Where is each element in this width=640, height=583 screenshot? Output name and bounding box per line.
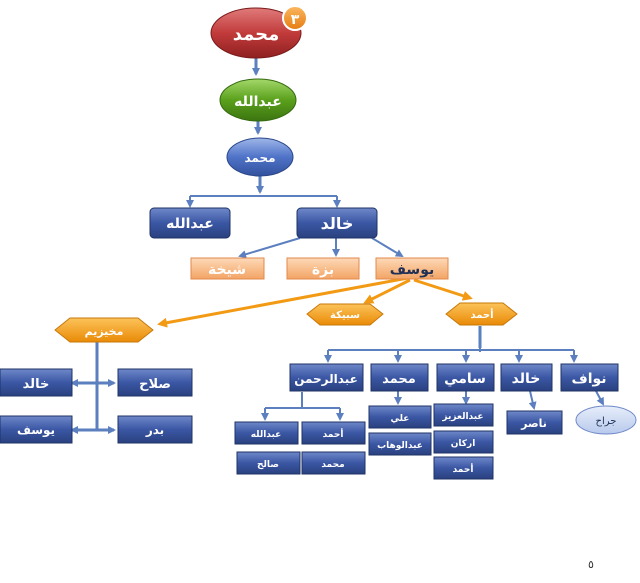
khalid3-label: خالد bbox=[512, 371, 541, 387]
gen2-label: عبدالله bbox=[234, 94, 282, 110]
s-abdulaziz-node: عبدالعزيز bbox=[433, 403, 494, 427]
khalid2-label: خالد bbox=[23, 377, 50, 392]
yousef2-node: يوسف bbox=[0, 415, 73, 444]
shaikha-label: شيخة bbox=[208, 262, 246, 278]
page-number: ٥ bbox=[588, 558, 594, 571]
n-jarrah-label: جراح bbox=[596, 416, 617, 427]
bazza-label: بزة bbox=[312, 262, 334, 278]
sami-label: سامي bbox=[444, 371, 486, 387]
s-ahmad-node: أحمد bbox=[433, 456, 494, 480]
s-abdulaziz-label: عبدالعزيز bbox=[441, 412, 483, 422]
ar-mohammad-label: محمد bbox=[321, 460, 344, 470]
gen4-right-node: خالد bbox=[296, 207, 378, 239]
gen4-left-label: عبدالله bbox=[166, 216, 214, 232]
gen3-node: محمد bbox=[226, 137, 294, 177]
ar-ahmad-node: أحمد bbox=[301, 421, 366, 445]
ar-abdullah-node: عبدالله bbox=[234, 421, 299, 445]
nawaf-node: نواف bbox=[560, 363, 619, 392]
m-ali-node: علي bbox=[368, 405, 432, 429]
ar-abdullah-label: عبدالله bbox=[251, 430, 282, 440]
salah-label: صلاح bbox=[139, 377, 171, 392]
mohammad-node: محمد bbox=[370, 363, 429, 392]
sami-node: سامي bbox=[436, 363, 495, 392]
mukhaizim-node: مخيزيم bbox=[54, 317, 154, 343]
shaikha-node: شيخة bbox=[190, 257, 265, 280]
k-nasser-label: ناصر bbox=[520, 417, 547, 430]
mukhaizim-label: مخيزيم bbox=[85, 325, 124, 338]
s-arkan-label: اركان bbox=[451, 439, 476, 449]
s-arkan-node: اركان bbox=[433, 430, 494, 454]
ar-mohammad-node: محمد bbox=[301, 451, 366, 475]
mohammad-label: محمد bbox=[382, 372, 416, 387]
k-nasser-node: ناصر bbox=[506, 410, 563, 435]
khalid3-node: خالد bbox=[500, 363, 553, 392]
ar-ahmad-label: أحمد bbox=[323, 428, 344, 440]
n-jarrah-node: جراح bbox=[575, 405, 637, 435]
root-label: محمد bbox=[233, 24, 280, 45]
khalid2-node: خالد bbox=[0, 368, 73, 397]
m-abdulwahab-label: عبدالوهاب bbox=[377, 441, 423, 451]
subaika-label: سبيكة bbox=[330, 310, 360, 321]
yousef-node: يوسف bbox=[375, 257, 449, 280]
gen4-left-node: عبدالله bbox=[149, 207, 231, 239]
yousef-label: يوسف bbox=[390, 262, 434, 278]
connectors bbox=[70, 58, 604, 434]
gen3-label: محمد bbox=[244, 151, 275, 165]
abdulrahman-label: عبدالرحمن bbox=[294, 372, 358, 386]
m-ali-label: علي bbox=[391, 414, 410, 424]
badr-label: بدر bbox=[145, 423, 164, 437]
ar-saleh-node: صالح bbox=[236, 451, 301, 475]
gen4-right-label: خالد bbox=[321, 214, 354, 233]
s-ahmad-label: أحمد bbox=[453, 463, 474, 475]
yousef2-label: يوسف bbox=[17, 423, 55, 438]
orange-connectors bbox=[157, 276, 473, 328]
abdulrahman-node: عبدالرحمن bbox=[289, 363, 364, 392]
salah-node: صلاح bbox=[117, 368, 193, 397]
badr-node: بدر bbox=[117, 415, 193, 444]
ahmad-label: أحمد bbox=[470, 308, 493, 321]
bazza-node: بزة bbox=[286, 257, 360, 280]
root-node: محمد bbox=[210, 7, 302, 59]
ahmad-node: أحمد bbox=[445, 302, 518, 326]
ar-saleh-label: صالح bbox=[257, 460, 279, 470]
badge-label: ٣ bbox=[291, 12, 300, 28]
gen2-node: عبدالله bbox=[219, 78, 297, 122]
m-abdulwahab-node: عبدالوهاب bbox=[368, 432, 432, 456]
subaika-node: سبيكة bbox=[306, 303, 384, 326]
nawaf-label: نواف bbox=[571, 371, 606, 387]
generation-badge: ٣ bbox=[282, 5, 308, 31]
